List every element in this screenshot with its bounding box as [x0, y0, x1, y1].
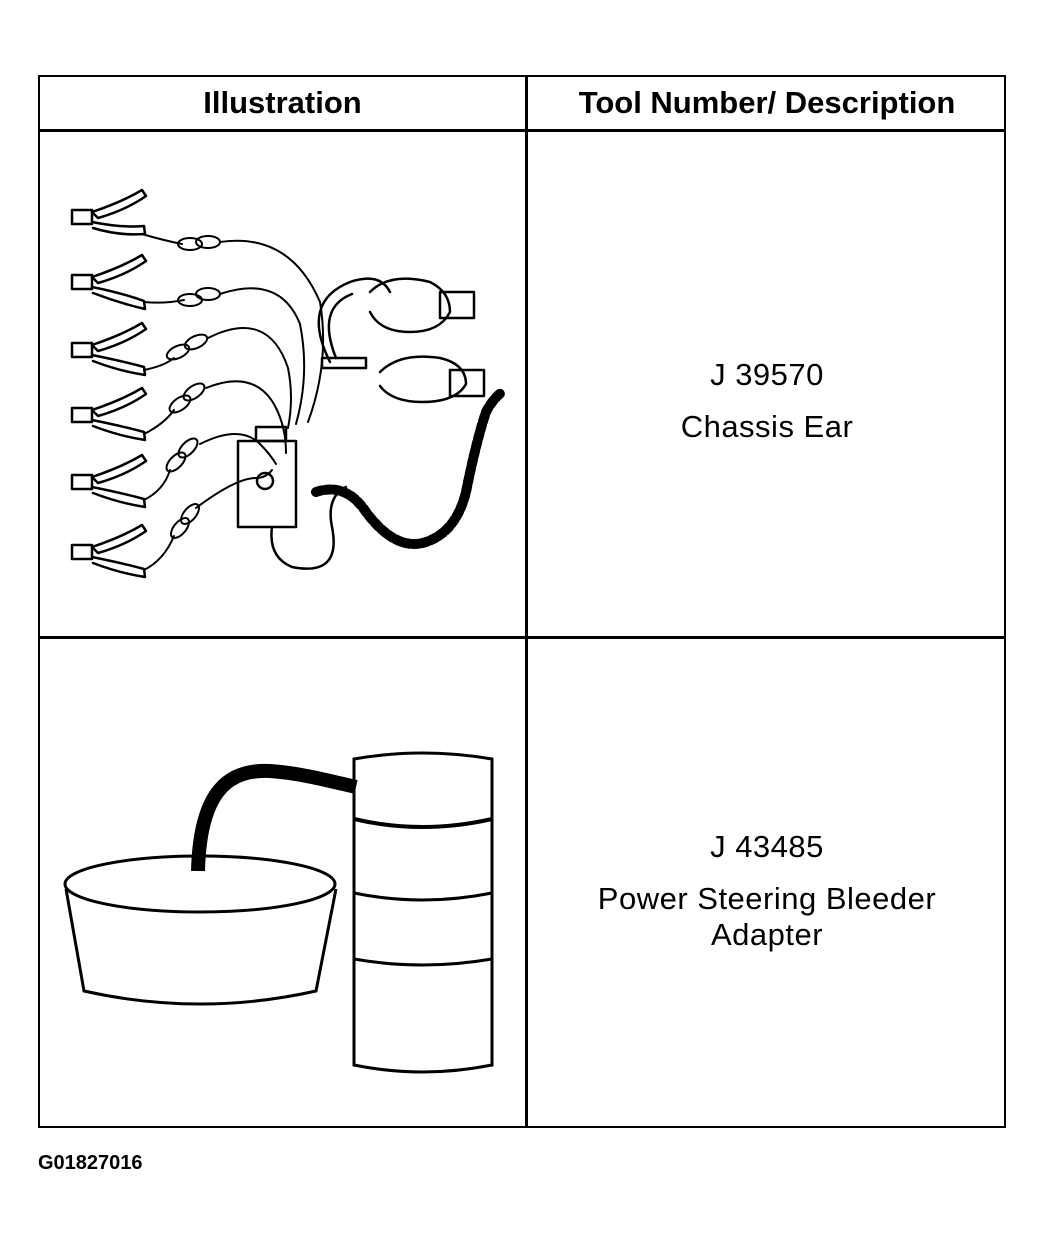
column-divider: [525, 77, 528, 1126]
tool-description-2-line1: Power Steering Bleeder: [597, 881, 937, 916]
tool-number-1: J 39570: [710, 357, 824, 392]
tool-table: Illustration Tool Number/ Description: [38, 75, 1006, 1128]
header-divider: [40, 129, 1004, 132]
chassis-ear-illustration: [40, 132, 525, 636]
tool-description-2-line2: Adapter: [710, 917, 824, 952]
figure-id: G01827016: [38, 1152, 143, 1174]
bleeder-adapter-tool-icon: [63, 751, 494, 1074]
tool-number-2: J 43485: [710, 829, 824, 864]
tool-description-1: Chassis Ear: [680, 409, 854, 444]
illustration-header: Illustration: [203, 85, 362, 120]
chassis-ear-tool-icon: [70, 188, 507, 579]
row-2-description: J 43485 Power Steering Bleeder Adapter: [528, 829, 1006, 953]
row-1-description: J 39570 Chassis Ear: [528, 357, 1006, 445]
bleeder-adapter-illustration: [40, 639, 525, 1128]
row-divider: [40, 636, 1004, 639]
tool-header: Tool Number/ Description: [578, 85, 956, 120]
